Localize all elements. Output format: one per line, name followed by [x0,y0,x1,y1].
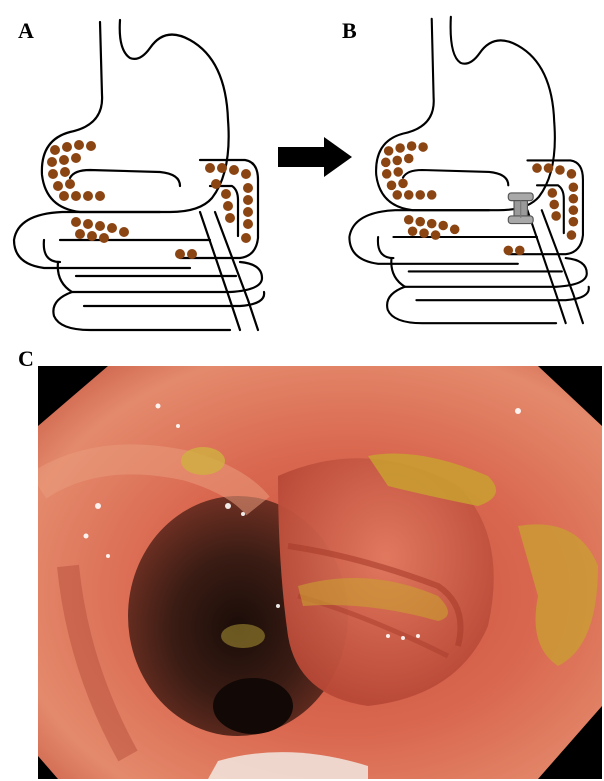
panel-b-diagram [336,0,604,340]
panel-c-label: C [18,346,34,372]
clip-icon [508,193,533,224]
endoscopy-image [38,366,602,779]
food-residue-a [47,140,253,259]
panel-a-diagram [0,0,280,340]
food-residue-b [381,141,578,255]
